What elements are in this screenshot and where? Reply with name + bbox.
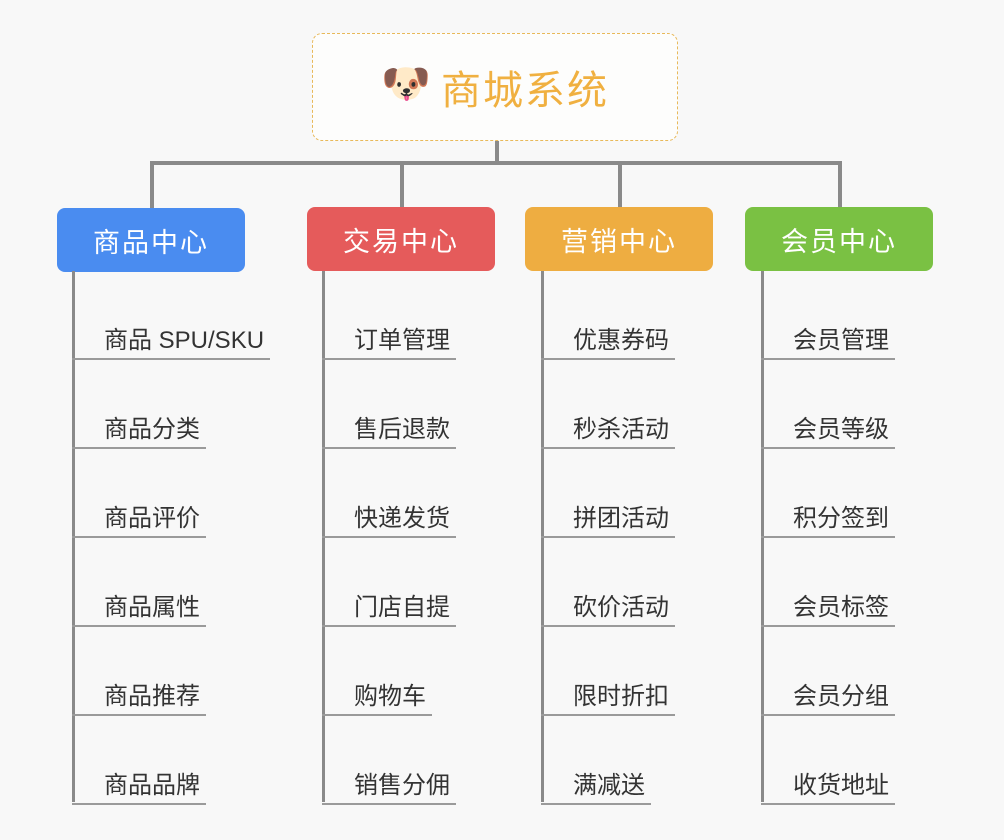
leaf-label: 商品分类 — [104, 415, 200, 443]
category-box-trade-center[interactable]: 交易中心 — [307, 207, 495, 271]
leaf-label: 砍价活动 — [573, 593, 669, 621]
category-label: 商品中心 — [93, 227, 209, 258]
leaf-label: 限时折扣 — [573, 682, 669, 710]
leaf-underline — [761, 625, 895, 627]
leaf-label: 商品评价 — [104, 504, 200, 532]
leaf-underline — [322, 625, 456, 627]
dog-face-icon: 🐶 — [381, 62, 431, 106]
leaf-underline — [322, 536, 456, 538]
leaf-item[interactable]: 销售分佣 — [322, 716, 456, 805]
root-node[interactable]: 🐶 商城系统 — [312, 33, 678, 141]
leaf-item[interactable]: 秒杀活动 — [541, 360, 675, 449]
leaf-label: 会员标签 — [793, 593, 889, 621]
leaf-item[interactable]: 商品评价 — [72, 449, 206, 538]
leaf-item[interactable]: 会员管理 — [761, 271, 895, 360]
leaf-underline — [541, 358, 675, 360]
leaf-label: 商品推荐 — [104, 682, 200, 710]
horizontal-bus-connector — [150, 161, 842, 165]
leaf-underline — [761, 536, 895, 538]
leaf-item[interactable]: 售后退款 — [322, 360, 456, 449]
category-box-marketing-center[interactable]: 营销中心 — [525, 207, 713, 271]
leaf-item[interactable]: 商品分类 — [72, 360, 206, 449]
leaf-label: 会员分组 — [793, 682, 889, 710]
leaf-label: 拼团活动 — [573, 504, 669, 532]
leaf-label: 收货地址 — [793, 771, 889, 799]
leaf-item[interactable]: 商品品牌 — [72, 716, 206, 805]
leaf-underline — [761, 358, 895, 360]
leaf-underline — [541, 625, 675, 627]
category-label: 营销中心 — [561, 226, 677, 257]
drop-connector-3 — [618, 161, 622, 209]
leaf-item[interactable]: 会员标签 — [761, 538, 895, 627]
root-stem-connector — [495, 141, 499, 164]
leaf-label: 门店自提 — [354, 593, 450, 621]
leaf-underline — [541, 447, 675, 449]
leaf-item[interactable]: 积分签到 — [761, 449, 895, 538]
leaf-underline — [322, 447, 456, 449]
leaf-item[interactable]: 收货地址 — [761, 716, 895, 805]
leaf-item[interactable]: 会员分组 — [761, 627, 895, 716]
leaf-label: 优惠券码 — [573, 326, 669, 354]
leaf-underline — [72, 625, 206, 627]
root-title: 商城系统 — [441, 69, 609, 113]
leaf-label: 商品 SPU/SKU — [104, 326, 265, 354]
leaf-item[interactable]: 优惠券码 — [541, 271, 675, 360]
leaf-item[interactable]: 砍价活动 — [541, 538, 675, 627]
leaf-underline — [541, 714, 675, 716]
leaf-underline — [322, 714, 432, 716]
leaf-underline — [72, 358, 270, 360]
leaf-label: 秒杀活动 — [573, 415, 669, 443]
leaf-label: 商品品牌 — [104, 771, 200, 799]
leaf-item[interactable]: 门店自提 — [322, 538, 456, 627]
leaf-item[interactable]: 满减送 — [541, 716, 651, 805]
leaf-label: 购物车 — [354, 682, 426, 710]
leaf-item[interactable]: 会员等级 — [761, 360, 895, 449]
leaf-label: 售后退款 — [354, 415, 450, 443]
leaf-item[interactable]: 快递发货 — [322, 449, 456, 538]
leaf-item[interactable]: 商品属性 — [72, 538, 206, 627]
leaf-underline — [322, 358, 456, 360]
leaf-label: 会员等级 — [793, 415, 889, 443]
leaf-underline — [72, 536, 206, 538]
drop-connector-4 — [838, 161, 842, 209]
category-box-product-center[interactable]: 商品中心 — [57, 208, 245, 272]
leaf-item[interactable]: 商品推荐 — [72, 627, 206, 716]
leaf-item[interactable]: 购物车 — [322, 627, 432, 716]
leaf-item[interactable]: 商品 SPU/SKU — [72, 271, 270, 360]
drop-connector-1 — [150, 161, 154, 209]
leaf-label: 商品属性 — [104, 593, 200, 621]
leaf-label: 会员管理 — [793, 326, 889, 354]
leaf-underline — [72, 803, 206, 805]
leaf-underline — [541, 803, 651, 805]
leaf-underline — [322, 803, 456, 805]
leaf-label: 销售分佣 — [354, 771, 450, 799]
leaf-item[interactable]: 限时折扣 — [541, 627, 675, 716]
leaf-underline — [761, 803, 895, 805]
leaf-label: 积分签到 — [793, 504, 889, 532]
leaf-underline — [541, 536, 675, 538]
leaf-underline — [761, 714, 895, 716]
leaf-label: 满减送 — [573, 771, 645, 799]
drop-connector-2 — [400, 161, 404, 209]
leaf-underline — [72, 714, 206, 716]
leaf-label: 订单管理 — [354, 326, 450, 354]
leaf-item[interactable]: 订单管理 — [322, 271, 456, 360]
leaf-underline — [72, 447, 206, 449]
category-label: 会员中心 — [781, 226, 897, 257]
category-label: 交易中心 — [343, 226, 459, 257]
category-box-member-center[interactable]: 会员中心 — [745, 207, 933, 271]
leaf-underline — [761, 447, 895, 449]
leaf-label: 快递发货 — [354, 504, 450, 532]
leaf-item[interactable]: 拼团活动 — [541, 449, 675, 538]
